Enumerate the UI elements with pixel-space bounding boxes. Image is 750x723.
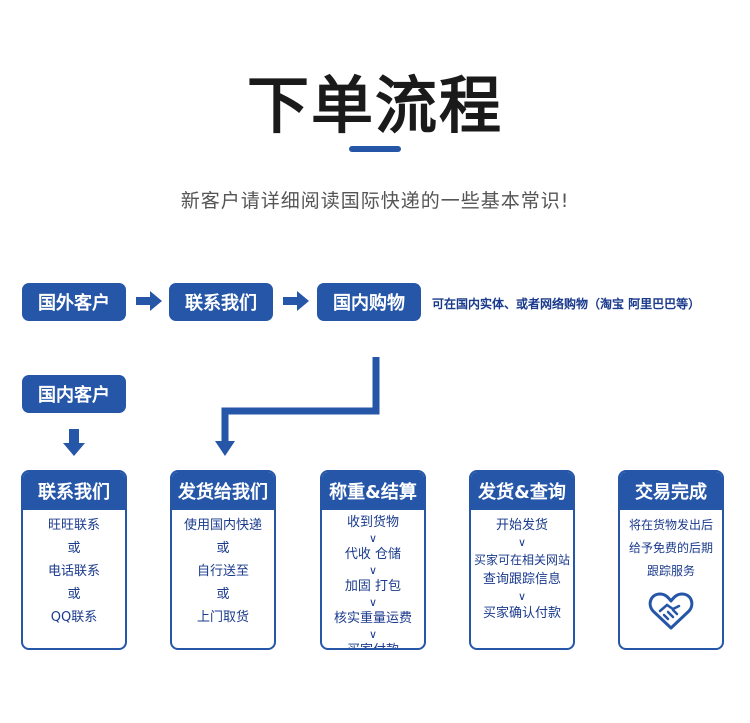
chevron-down-icon: ∨ — [368, 564, 378, 577]
title-underline — [349, 146, 401, 152]
step-contact-us: 联系我们 — [169, 283, 273, 321]
chevron-down-icon: ∨ — [517, 536, 527, 549]
card-line: 收到货物 — [346, 515, 399, 530]
card-ship-to-us: 发货给我们 使用国内快递 或 自行送至 或 上门取货 — [170, 470, 276, 650]
card-line: 买家可在相关网站 — [473, 553, 570, 567]
step-foreign-customer: 国外客户 — [22, 283, 126, 321]
card-line: 或 — [216, 541, 230, 556]
card-line: 核实重量运费 — [333, 611, 412, 626]
card-line: 买家确认付款 — [482, 606, 561, 621]
step-domestic-customer-label: 国内客户 — [38, 385, 110, 406]
card-title: 交易完成 — [620, 472, 722, 510]
arrow-right-icon — [136, 291, 162, 311]
chevron-down-icon: ∨ — [368, 596, 378, 609]
card-line: 或 — [216, 587, 230, 602]
arrow-down-icon — [63, 429, 85, 456]
arrow-right-icon — [283, 291, 309, 311]
card-line: 旺旺联系 — [47, 518, 100, 533]
card-line: 电话联系 — [47, 564, 100, 579]
card-title: 联系我们 — [23, 472, 125, 510]
card-line: 加固 打包 — [344, 579, 402, 594]
card-deal-complete: 交易完成 将在货物发出后 给予免费的后期 跟踪服务 — [618, 470, 724, 650]
chevron-down-icon: ∨ — [517, 590, 527, 603]
card-line: 使用国内快递 — [183, 518, 262, 533]
step-foreign-customer-label: 国外客户 — [38, 293, 110, 314]
card-title: 发货给我们 — [172, 472, 274, 510]
card-line: 跟踪服务 — [646, 564, 695, 578]
step-domestic-shopping: 国内购物 — [317, 283, 421, 321]
card-line: 代收 仓储 — [344, 547, 402, 562]
card-line: QQ联系 — [50, 610, 98, 625]
card-line: 自行送至 — [196, 564, 249, 579]
card-line: 或 — [67, 541, 81, 556]
heart-handshake-icon — [648, 592, 694, 630]
card-line: 上门取货 — [196, 610, 249, 625]
arrow-down-icon — [215, 441, 235, 456]
card-line: 将在货物发出后 — [628, 518, 713, 532]
card-title: 发货&查询 — [471, 472, 573, 510]
card-weigh-settle: 称重&结算 收到货物 ∨ 代收 仓储 ∨ 加固 打包 ∨ 核实重量运费 ∨ 买家… — [320, 470, 426, 650]
chevron-down-icon: ∨ — [368, 532, 378, 545]
page-title: 下单流程 — [246, 69, 503, 142]
card-ship-track: 发货&查询 开始发货 ∨ 买家可在相关网站 查询跟踪信息 ∨ 买家确认付款 — [469, 470, 575, 650]
flow-connector — [215, 357, 380, 456]
chevron-down-icon: ∨ — [368, 628, 378, 641]
page-subtitle: 新客户请详细阅读国际快递的一些基本常识! — [180, 190, 570, 212]
card-line: 或 — [67, 587, 81, 602]
card-line: 查询跟踪信息 — [482, 572, 561, 587]
card-contact-us: 联系我们 旺旺联系 或 电话联系 或 QQ联系 — [21, 470, 127, 650]
step-domestic-customer: 国内客户 — [22, 375, 126, 413]
card-line: 给予免费的后期 — [628, 541, 713, 555]
shopping-note: 可在国内实体、或者网络购物（淘宝 阿里巴巴等） — [432, 297, 701, 311]
card-line: 开始发货 — [495, 518, 548, 533]
card-line: 买家付款 — [322, 642, 424, 648]
card-title: 称重&结算 — [322, 472, 424, 510]
step-contact-us-label: 联系我们 — [185, 293, 257, 314]
step-domestic-shopping-label: 国内购物 — [333, 293, 405, 314]
